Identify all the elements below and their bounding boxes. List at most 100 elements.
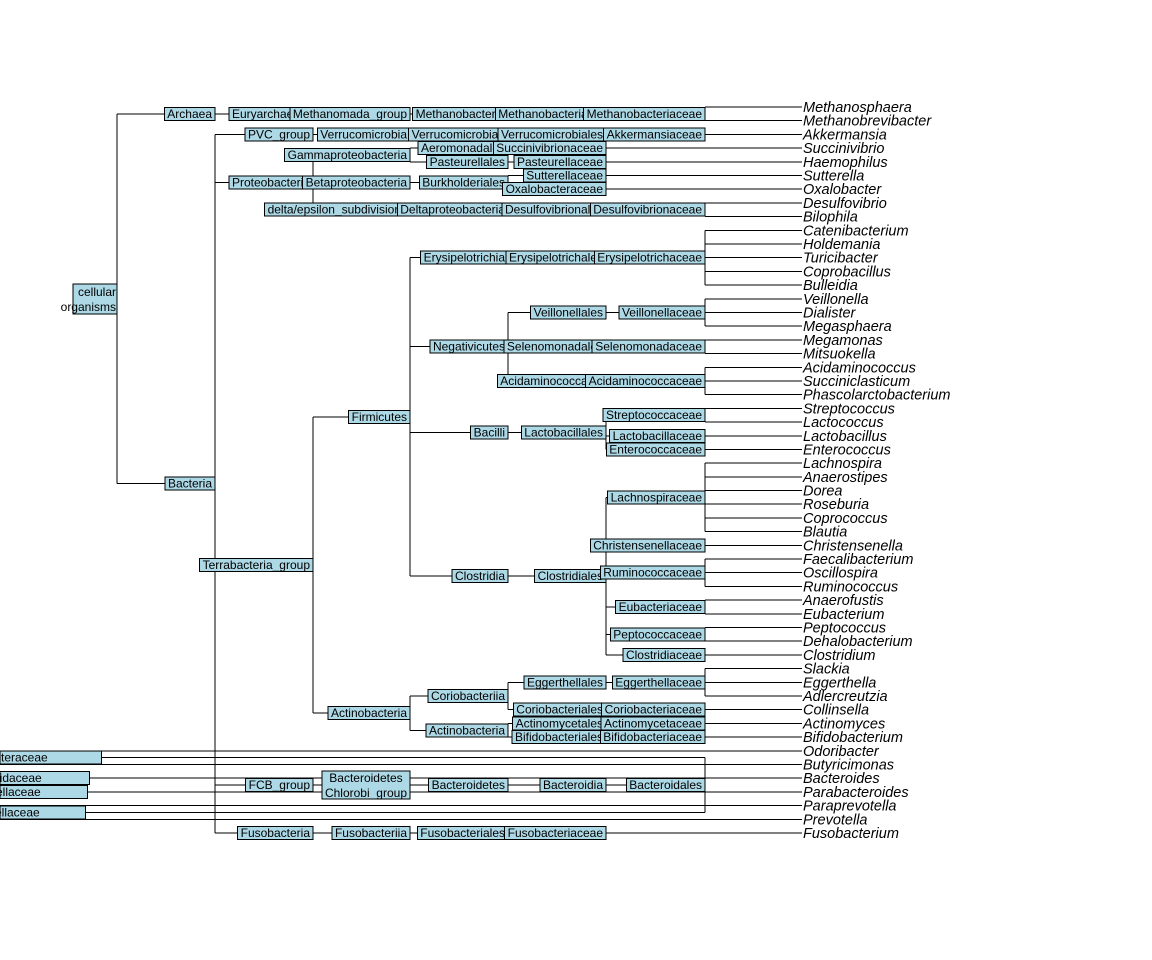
node-box-bifidobacteriaceae <box>599 730 706 745</box>
leaf-label-methanosphaera: Methanosphaera <box>803 100 912 116</box>
node-label-coriobacteriia: Coriobacteriia <box>431 689 505 703</box>
node-label-acidaminococcales: Acidaminococcales <box>500 374 603 388</box>
leaf-label-streptococcus: Streptococcus <box>803 401 895 417</box>
leaf-label-lachnospira: Lachnospira <box>803 456 882 472</box>
node-label-proteobacteria: Proteobacteria <box>232 175 310 189</box>
node-label-christensenellaceae: Christensenellaceae <box>593 538 702 552</box>
leaf-label-ruminococcus: Ruminococcus <box>803 579 898 595</box>
node-box-enterococcaceae <box>605 442 706 457</box>
node-box-odoribacteraceae <box>0 750 102 765</box>
node-label-fusobacteriia: Fusobacteriia <box>335 826 407 840</box>
node-box-veillonellaceae <box>618 305 706 320</box>
node-label-selenomonadales: Selenomonadales <box>507 340 603 354</box>
node-label-eubacteriaceae: Eubacteriaceae <box>619 600 703 614</box>
node-label-firmicutes: Firmicutes <box>352 410 407 424</box>
node-label-verrucomicrobia: Verrucomicrobia <box>320 127 407 141</box>
node-box-firmicutes <box>348 409 411 424</box>
node-label-streptococcaceae: Streptococcaceae <box>606 408 702 422</box>
node-box-desulfovibrionaceae <box>589 202 706 217</box>
leaf-label-bilophila: Bilophila <box>803 210 858 226</box>
leaf-label-butyricimonas: Butyricimonas <box>803 758 894 774</box>
leaf-label-mitsuokella: Mitsuokella <box>803 347 876 363</box>
node-box-bacteroidetes <box>428 778 509 793</box>
node-label-bacteria: Bacteria <box>168 477 212 491</box>
node-label-bacilli: Bacilli <box>474 425 505 439</box>
node-label-archaea: Archaea <box>167 107 212 121</box>
node-label-pvc-group: PVC_group <box>248 127 310 141</box>
node-label-bacteroidaceae: Bacteroidaceae <box>0 771 42 785</box>
leaf-label-enterococcus: Enterococcus <box>803 442 891 458</box>
node-label-clostridiales: Clostridiales <box>538 569 603 583</box>
leaf-label-coprococcus: Coprococcus <box>803 511 888 527</box>
leaf-label-fusobacterium: Fusobacterium <box>803 826 899 842</box>
node-box-oxalobacteraceae <box>502 182 607 197</box>
leaf-label-megasphaera: Megasphaera <box>803 319 892 335</box>
node-box-terrabacteria-group <box>199 558 314 573</box>
node-box-coriobacteriaceae <box>601 702 706 717</box>
node-label-desulfovibrionales: Desulfovibrionales <box>505 203 603 217</box>
node-box-coriobacteriia <box>427 689 509 704</box>
leaf-label-collinsella: Collinsella <box>803 703 869 719</box>
leaf-label-odoribacter: Odoribacter <box>803 744 880 760</box>
leaf-label-anaerofustis: Anaerofustis <box>802 593 884 609</box>
node-label-deltaproteobacteria: Deltaproteobacteria <box>400 203 505 217</box>
node-label-erysipelotrichales: Erysipelotrichales <box>509 251 603 265</box>
node-label-lactobacillaceae: Lactobacillaceae <box>613 429 703 443</box>
node-label-clostridiaceae: Clostridiaceae <box>626 648 702 662</box>
leaf-label-clostridium: Clostridium <box>803 648 876 664</box>
node-box-bacteroidia <box>539 778 607 793</box>
leaf-label-megamonas: Megamonas <box>803 333 883 349</box>
node-box-lachnospiraceae <box>607 490 706 505</box>
leaf-label-slackia: Slackia <box>803 662 850 678</box>
leaf-label-oscillospira: Oscillospira <box>803 566 878 582</box>
node-box-betaproteobacteria <box>302 175 411 190</box>
node-box-succinivibrionaceae <box>492 141 607 156</box>
node-label-aeromonadales: Aeromonadales <box>421 141 505 155</box>
leaf-label-paraprevotella: Paraprevotella <box>803 799 897 815</box>
node-box-fusobacteria <box>237 826 314 840</box>
node-box-fusobacteriaceae <box>504 826 607 840</box>
node-label-pasteurellaceae: Pasteurellaceae <box>517 155 603 169</box>
node-label-eggerthellaceae: Eggerthellaceae <box>615 675 702 689</box>
leaf-label-parabacteroides: Parabacteroides <box>803 785 909 801</box>
node-label-fusobacteria: Fusobacteria <box>241 826 311 840</box>
node-label-delta-epsilon-subdivisions: delta/epsilon_subdivisions <box>268 203 407 217</box>
node-label-sutterellaceae: Sutterellaceae <box>526 168 603 182</box>
node-label-negativicutes: Negativicutes <box>433 340 505 354</box>
node-label-prevotellaceae: Prevotellaceae <box>0 805 40 819</box>
leaf-label-blautia: Blautia <box>803 525 847 541</box>
node-box-eggerthellales <box>523 675 607 690</box>
leaf-label-akkermansia: Akkermansia <box>802 127 887 143</box>
node-box-actinobacteria <box>425 723 509 738</box>
node-label-lactobacillales: Lactobacillales <box>524 425 603 439</box>
node-box-pasteurellales <box>426 154 509 169</box>
leaf-label-succiniclasticum: Succiniclasticum <box>803 374 910 390</box>
node-label-fusobacteriales: Fusobacteriales <box>420 826 505 840</box>
node-label-actinomycetaceae: Actinomycetaceae <box>604 716 702 730</box>
leaf-label-phascolarctobacterium: Phascolarctobacterium <box>803 388 951 404</box>
tree-leaves: MethanosphaeraMethanobrevibacterAkkerman… <box>802 100 951 842</box>
node-label-fusobacteriaceae: Fusobacteriaceae <box>508 826 604 840</box>
leaf-label-methanobrevibacter: Methanobrevibacter <box>803 114 932 130</box>
leaf-label-prevotella: Prevotella <box>803 812 867 828</box>
node-label-peptococcaceae: Peptococcaceae <box>613 627 702 641</box>
node-box-lactobacillaceae <box>609 428 706 443</box>
node-box-methanobacteriaceae <box>583 106 706 121</box>
leaf-label-actinomyces: Actinomyces <box>802 716 885 732</box>
leaf-label-dialister: Dialister <box>803 305 857 321</box>
node-label-actinobacteria: Actinobacteria <box>429 723 505 737</box>
node-label-succinivibrionaceae: Succinivibrionaceae <box>496 141 603 155</box>
node-label-selenomonadaceae: Selenomonadaceae <box>595 340 702 354</box>
node-box-pvc-group <box>244 127 314 142</box>
node-box-bacteroidaceae <box>0 771 90 786</box>
leaf-label-adlercreutzia: Adlercreutzia <box>802 689 888 705</box>
leaf-label-acidaminococcus: Acidaminococcus <box>802 360 916 376</box>
node-box-eubacteriaceae <box>615 599 706 614</box>
leaf-label-peptococcus: Peptococcus <box>803 621 886 637</box>
node-label-bacteroidia: Bacteroidia <box>543 778 603 792</box>
node-box-cellular-organisms <box>72 283 118 315</box>
node-box-bacilli <box>470 425 509 440</box>
